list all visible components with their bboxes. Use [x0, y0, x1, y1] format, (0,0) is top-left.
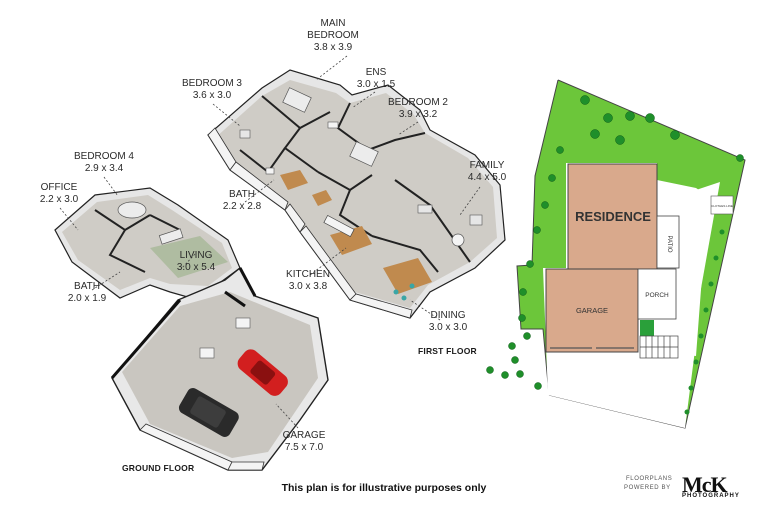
brand-mark: McK — [682, 472, 728, 497]
room-label-bedroom-2: BEDROOM 2 3.9 x 3.2 — [387, 97, 448, 120]
room-label-ens: ENS 3.0 x 1.5 — [356, 67, 396, 90]
room-label-living: LIVING 3.0 x 5.4 — [176, 250, 216, 273]
brand-line-2: POWERED BY — [624, 485, 671, 491]
garage-site-label: GARAGE — [576, 306, 608, 315]
residence-label: RESIDENCE — [575, 209, 651, 224]
room-label-bedroom-3: BEDROOM 3 3.6 x 3.0 — [181, 78, 242, 101]
room-label-family: FAMILY 4.4 x 5.0 — [467, 160, 507, 183]
brand-line-1: FLOORPLANS — [626, 476, 673, 482]
label-leader-lines — [59, 55, 481, 429]
first-floor-label: FIRST FLOOR — [418, 346, 477, 356]
site-plan — [486, 79, 746, 429]
room-label-kitchen: KITCHEN 3.0 x 3.8 — [286, 269, 330, 292]
room-label-bath-first: BATH 2.2 x 2.8 — [222, 189, 262, 212]
porch-label: PORCH — [645, 292, 669, 299]
disclaimer-text: This plan is for illustrative purposes o… — [281, 482, 487, 494]
patio-label: PATIO — [666, 235, 672, 252]
room-label-garage: GARAGE 7.5 x 7.0 — [282, 430, 326, 453]
brand-subtitle: PHOTOGRAPHY — [682, 493, 740, 499]
room-label-office: OFFICE 2.2 x 3.0 — [39, 182, 79, 205]
ground-floor-label: GROUND FLOOR — [122, 463, 195, 473]
room-label-bath-ground: BATH 2.0 x 1.9 — [67, 281, 107, 304]
room-label-dining: DINING 3.0 x 3.0 — [428, 310, 468, 333]
first-floor-plan — [207, 69, 506, 319]
room-label-bedroom-4: BEDROOM 4 2.9 x 3.4 — [73, 151, 134, 174]
room-label-main-bedroom: MAIN BEDROOM 3.8 x 3.9 — [307, 18, 359, 53]
brand-logo: FLOORPLANS POWERED BY McK PHOTOGRAPHY — [620, 472, 760, 502]
ground-floor-plan — [54, 187, 329, 471]
clothes-line-label: CLOTHES LINE — [711, 204, 733, 208]
